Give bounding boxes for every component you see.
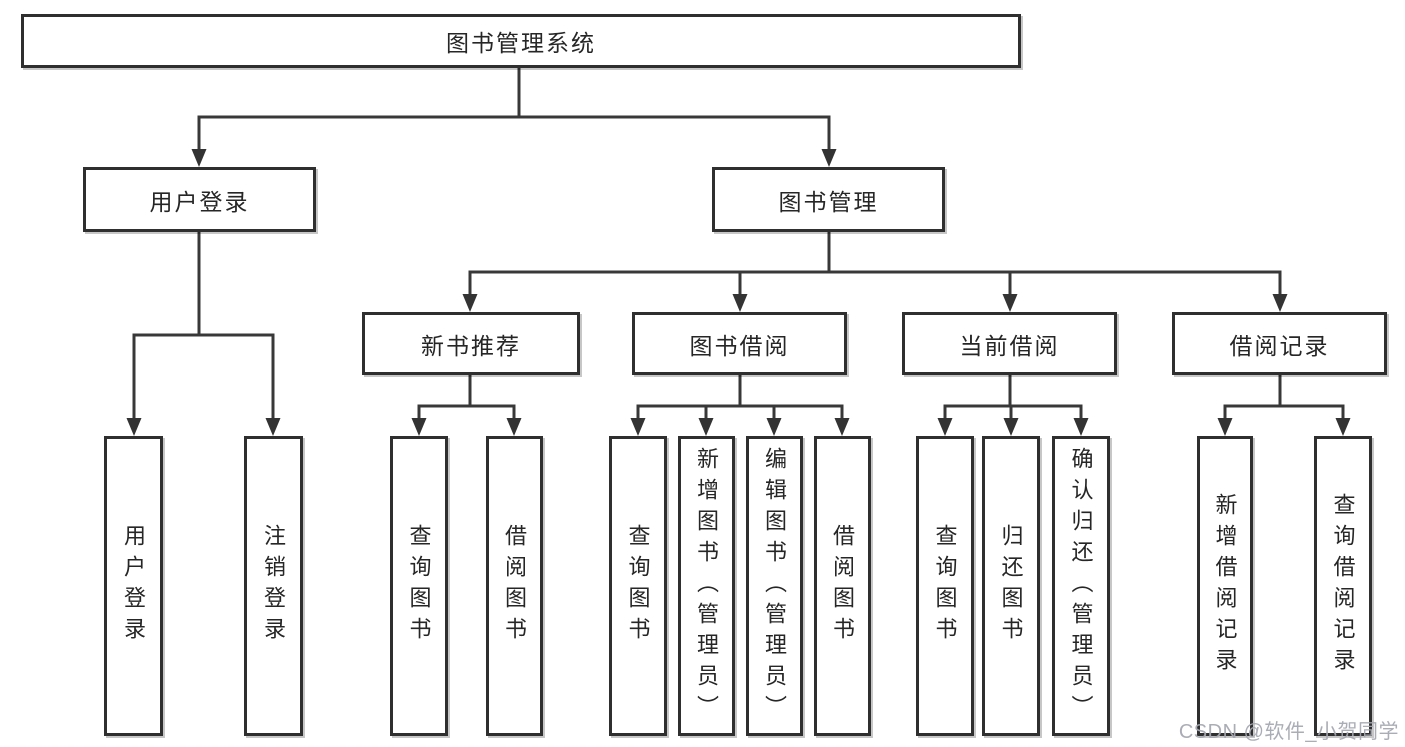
- connector-book-borrow: [636, 373, 844, 422]
- arrowheads: [126, 149, 1351, 436]
- node-label: 注销登录: [261, 524, 287, 648]
- node-section-book-borrow: 图书借阅: [632, 312, 847, 375]
- node-section-borrow-records: 借阅记录: [1172, 312, 1387, 375]
- node-book-mgmt-branch: 图书管理: [712, 167, 945, 232]
- arrowhead-icon: [834, 418, 850, 436]
- node-label: 当前借阅: [959, 332, 1060, 359]
- csdn-watermark: CSDN @软件_小贺同学: [1178, 721, 1399, 743]
- node-label: 图书管理: [778, 188, 879, 215]
- node-leaf-query-books-3: 查询图书: [916, 436, 974, 736]
- node-leaf-add-borrow-record: 新增借阅记录: [1197, 436, 1253, 736]
- connector-book-mgmt: [468, 230, 1282, 298]
- arrowhead-icon: [937, 418, 953, 436]
- node-label: 新增借阅记录: [1212, 493, 1238, 679]
- node-label: 用户登录: [149, 188, 250, 215]
- arrowhead-icon: [1002, 294, 1018, 312]
- arrowhead-icon: [1217, 418, 1233, 436]
- node-leaf-query-books-1: 查询图书: [390, 436, 448, 736]
- connector-current-borrow: [943, 373, 1083, 422]
- node-leaf-query-books-2: 查询图书: [609, 436, 667, 736]
- connector-new-books: [417, 373, 516, 422]
- node-label: 借阅记录: [1229, 332, 1330, 359]
- arrowhead-icon: [191, 149, 207, 167]
- arrowhead-icon: [1003, 418, 1019, 436]
- node-leaf-confirm-return-admin: 确认归还（管理员）: [1052, 436, 1110, 736]
- node-label: 查询图书: [625, 524, 651, 648]
- arrowhead-icon: [1272, 294, 1288, 312]
- node-label: 借阅图书: [830, 524, 856, 648]
- node-label: 查询图书: [932, 524, 958, 648]
- node-label: 用户登录: [121, 524, 147, 648]
- arrowhead-icon: [1335, 418, 1351, 436]
- node-label: 借阅图书: [502, 524, 528, 648]
- arrowhead-icon: [1073, 418, 1089, 436]
- connector-user-login: [132, 230, 275, 422]
- node-leaf-user-login: 用户登录: [104, 436, 163, 736]
- arrowhead-icon: [630, 418, 646, 436]
- node-label: 查询图书: [406, 524, 432, 648]
- node-section-new-books: 新书推荐: [362, 312, 580, 375]
- node-leaf-borrow-books-2: 借阅图书: [814, 436, 871, 736]
- arrowhead-icon: [462, 294, 478, 312]
- node-leaf-query-borrow-record: 查询借阅记录: [1314, 436, 1372, 736]
- node-section-current-borrow: 当前借阅: [902, 312, 1117, 375]
- arrowhead-icon: [126, 418, 142, 436]
- arrowhead-icon: [732, 294, 748, 312]
- arrowhead-icon: [411, 418, 427, 436]
- node-root: 图书管理系统: [21, 14, 1021, 68]
- node-label: 编辑图书（管理员）: [762, 446, 788, 726]
- node-label: 图书借阅: [689, 332, 790, 359]
- node-leaf-add-books-admin: 新增图书（管理员）: [678, 436, 735, 736]
- node-user-login-branch: 用户登录: [83, 167, 316, 232]
- node-leaf-borrow-books-1: 借阅图书: [486, 436, 543, 736]
- arrowhead-icon: [265, 418, 281, 436]
- arrowhead-icon: [698, 418, 714, 436]
- node-label: 图书管理系统: [446, 30, 596, 56]
- arrowhead-icon: [506, 418, 522, 436]
- node-label: 新增图书（管理员）: [694, 446, 720, 726]
- node-leaf-return-books: 归还图书: [982, 436, 1040, 736]
- node-label: 新书推荐: [421, 332, 521, 359]
- connector-borrow-records: [1223, 373, 1345, 422]
- node-label: 归还图书: [998, 524, 1024, 648]
- connector-root: [197, 66, 831, 153]
- arrowhead-icon: [821, 149, 837, 167]
- node-label: 确认归还（管理员）: [1068, 446, 1094, 726]
- arrowhead-icon: [766, 418, 782, 436]
- node-leaf-edit-books-admin: 编辑图书（管理员）: [746, 436, 803, 736]
- node-label: 查询借阅记录: [1330, 493, 1356, 679]
- node-leaf-logout: 注销登录: [244, 436, 303, 736]
